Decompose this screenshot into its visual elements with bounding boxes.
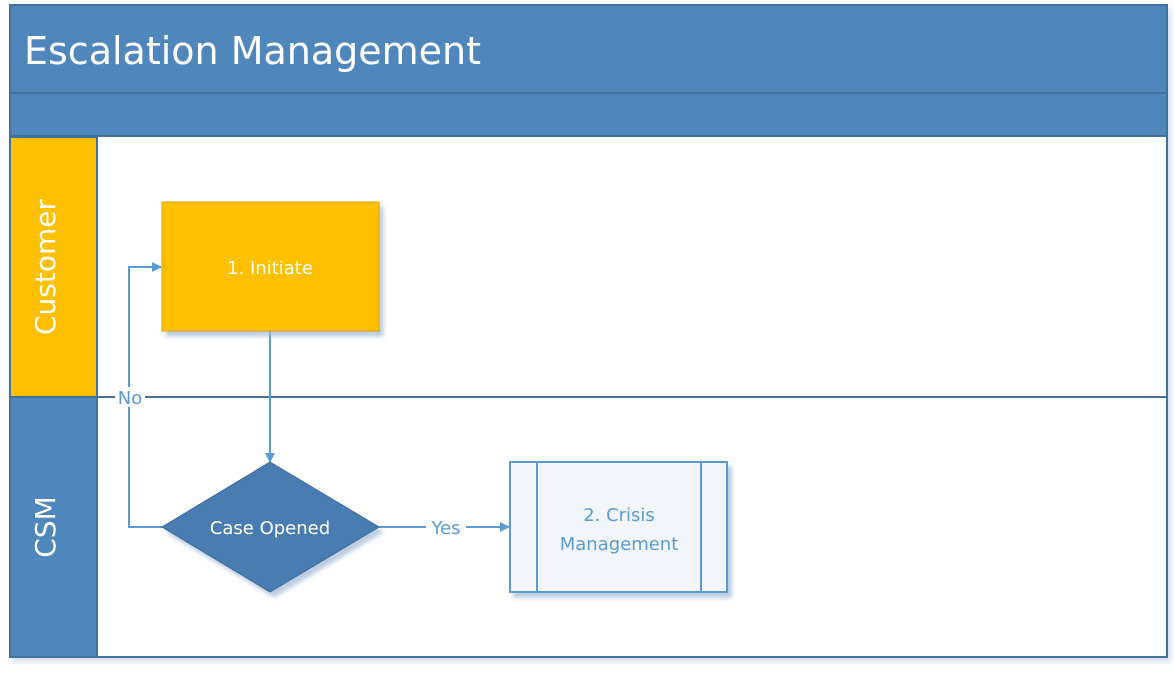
lane-customer-header bbox=[9, 136, 98, 398]
node-initiate-label: 1. Initiate bbox=[227, 258, 313, 279]
edge-yes-label: Yes bbox=[430, 518, 460, 539]
node-crisis-label-line1: 2. Crisis bbox=[583, 505, 655, 526]
header-band bbox=[9, 92, 1168, 137]
node-crisis-label-line2: Management bbox=[560, 534, 679, 555]
lane-csm-header bbox=[9, 396, 98, 658]
title-header bbox=[9, 4, 1168, 94]
edge-yes-label-bg bbox=[426, 516, 466, 538]
lane-customer-label: Customer bbox=[29, 199, 62, 335]
node-case-opened-label: Case Opened bbox=[210, 518, 330, 539]
node-case-opened[interactable] bbox=[161, 461, 380, 593]
node-crisis-management[interactable] bbox=[509, 461, 728, 593]
edge-no-label: No bbox=[118, 388, 142, 409]
edge-no-label-bg bbox=[115, 387, 145, 407]
lane-csm: CSM bbox=[9, 396, 98, 658]
diagram-title: Escalation Management bbox=[24, 29, 481, 73]
lane-customer: Customer bbox=[9, 136, 98, 398]
node-initiate[interactable] bbox=[161, 201, 380, 332]
lane-csm-label: CSM bbox=[29, 496, 62, 557]
